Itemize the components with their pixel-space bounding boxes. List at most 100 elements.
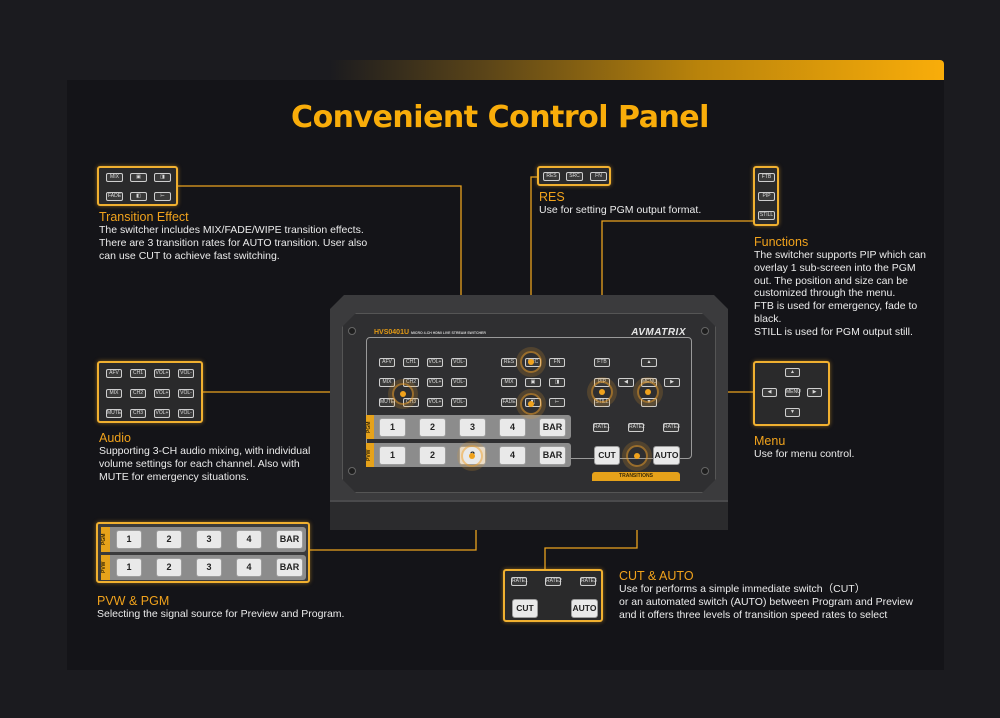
- model-number: HVS0401U: [374, 329, 410, 336]
- vol-down-button[interactable]: VOL-: [451, 358, 467, 367]
- fade-button[interactable]: FADE: [501, 398, 517, 407]
- pgm-tag: PGM: [366, 415, 374, 439]
- highlight-audio: [392, 383, 414, 405]
- menu-key: MENU: [785, 388, 801, 397]
- left-button[interactable]: ◀: [618, 378, 634, 387]
- pgm-3-button[interactable]: 3: [459, 418, 486, 437]
- fn-key: FN: [590, 172, 607, 181]
- ch1-key: CH1: [130, 369, 146, 378]
- wipe-4-button[interactable]: ⊢: [549, 398, 565, 407]
- transition-text: The switcher includes MIX/FADE/WIPE tran…: [99, 224, 367, 262]
- ch3-key: CH3: [130, 409, 146, 418]
- screw: [348, 327, 356, 335]
- functions-callout: FTB PIP STILL: [753, 166, 779, 226]
- rate1-key: RATE1: [511, 577, 528, 586]
- pgm-key-bar: BAR: [276, 530, 303, 549]
- transition-line: The switcher includes MIX/FADE/WIPE tran…: [99, 224, 364, 236]
- functions-line: STILL is used for PGM output still.: [754, 325, 913, 338]
- cut-button[interactable]: CUT: [594, 446, 620, 465]
- pgm-key-3: 3: [196, 530, 222, 549]
- vol-up-button[interactable]: VOL+: [427, 398, 443, 407]
- auto-button[interactable]: AUTO: [653, 446, 680, 465]
- res-button[interactable]: RES: [501, 358, 517, 367]
- pgm-4-button[interactable]: 4: [499, 418, 526, 437]
- pgm-key-4: 4: [236, 530, 262, 549]
- highlight-pip: [591, 381, 613, 403]
- screw: [701, 327, 709, 335]
- functions-line: black.: [754, 312, 782, 325]
- pvw-key-bar: BAR: [276, 558, 303, 577]
- rate2-button[interactable]: RATE2: [628, 423, 645, 432]
- up-button[interactable]: ▲: [641, 358, 657, 367]
- wipe-2-button[interactable]: ◨: [549, 378, 565, 387]
- highlight-menu: [637, 381, 659, 403]
- vol-up-key: VOL+: [154, 409, 170, 418]
- pgm-1-button[interactable]: 1: [379, 418, 406, 437]
- pvw-key-4: 4: [236, 558, 262, 577]
- mute-key: MUTE: [106, 409, 122, 418]
- pvw-4-button[interactable]: 4: [499, 446, 526, 465]
- pip-key: PIP: [758, 192, 775, 201]
- wipe-2-icon: ◨: [154, 173, 171, 182]
- res-heading: RES: [539, 190, 565, 204]
- ch2-key: CH2: [130, 389, 146, 398]
- mute-button[interactable]: MUTE: [379, 398, 395, 407]
- fn-button[interactable]: FN: [549, 358, 565, 367]
- wipe-4-icon: ⊢: [154, 192, 171, 201]
- menu-right-key: ▶: [807, 388, 822, 397]
- pgm-2-button[interactable]: 2: [419, 418, 446, 437]
- auto-key: AUTO: [571, 599, 598, 618]
- pvw-2-button[interactable]: 2: [419, 446, 446, 465]
- pvw-pgm-text: Selecting the signal source for Preview …: [97, 608, 345, 620]
- cut-auto-text: Use for performs a simple immediate swit…: [619, 583, 913, 621]
- ch1-button[interactable]: CH1: [403, 358, 419, 367]
- vol-up-key: VOL+: [154, 369, 170, 378]
- wipe-1-icon: ▣: [130, 173, 147, 182]
- rate2-key: RATE2: [545, 577, 562, 586]
- pvw-key-1: 1: [116, 558, 142, 577]
- highlight-src: [520, 351, 542, 373]
- afv-button[interactable]: AFV: [379, 358, 395, 367]
- audio-line: Supporting 3-CH audio mixing, with indiv…: [99, 445, 311, 457]
- screw: [701, 467, 709, 475]
- accent-bar: [330, 60, 944, 80]
- pvw-bar-button[interactable]: BAR: [539, 446, 566, 465]
- mix-key: MIX: [106, 389, 122, 398]
- vol-up-button[interactable]: VOL+: [427, 378, 443, 387]
- fade-key: FADE: [106, 192, 123, 201]
- vol-up-key: VOL+: [154, 389, 170, 398]
- pvw-pgm-heading: PVW & PGM: [97, 594, 170, 608]
- cut-key: CUT: [512, 599, 538, 618]
- cut-auto-callout: RATE1 RATE2 RATE3 CUT AUTO: [503, 569, 603, 622]
- menu-heading: Menu: [754, 434, 786, 448]
- rate3-button[interactable]: RATE3: [663, 423, 680, 432]
- vol-down-button[interactable]: VOL-: [451, 398, 467, 407]
- audio-heading: Audio: [99, 431, 131, 445]
- audio-callout: AFV CH1 VOL+ VOL- MIX CH2 VOL+ VOL- MUTE…: [97, 361, 203, 423]
- functions-heading: Functions: [754, 235, 809, 249]
- audio-text: Supporting 3-CH audio mixing, with indiv…: [99, 445, 310, 483]
- ftb-button[interactable]: FTB: [594, 358, 610, 367]
- pgm-key-1: 1: [116, 530, 142, 549]
- pvw-1-button[interactable]: 1: [379, 446, 406, 465]
- audio-mix-button[interactable]: MIX: [379, 378, 395, 387]
- highlight-pvw3: [461, 445, 483, 467]
- wipe-1-button[interactable]: ▣: [525, 378, 541, 387]
- right-button[interactable]: ▶: [664, 378, 680, 387]
- vol-down-button[interactable]: VOL-: [451, 378, 467, 387]
- highlight-wipe: [520, 393, 542, 415]
- pgm-bar-button[interactable]: BAR: [539, 418, 566, 437]
- pvw-pgm-callout: PGM PVW 1 2 3 4 BAR 1 2 3 4 BAR: [96, 522, 310, 583]
- vol-up-button[interactable]: VOL+: [427, 358, 443, 367]
- model-subtitle: MICRO 4-CH HDMI LIVE STREAM SWITCHER: [411, 331, 486, 335]
- mix-button[interactable]: MIX: [501, 378, 517, 387]
- rate1-button[interactable]: RATE1: [593, 423, 610, 432]
- functions-line: customized through the menu.: [754, 287, 896, 300]
- transitions-label: TRANSITIONS: [592, 472, 680, 481]
- mix-key: MIX: [106, 173, 123, 182]
- device-base: [330, 500, 728, 530]
- ftb-key: FTB: [758, 173, 775, 182]
